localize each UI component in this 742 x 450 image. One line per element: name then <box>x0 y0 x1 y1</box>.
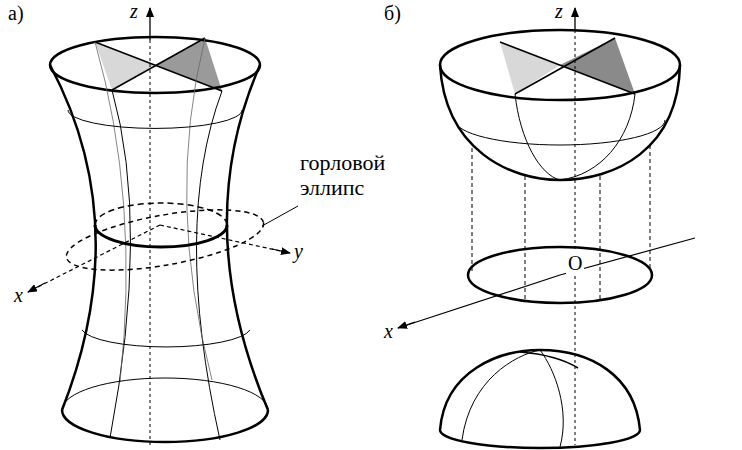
axis-label: x <box>14 284 23 307</box>
axis-label: y <box>294 240 303 263</box>
axis-label: z <box>130 0 138 23</box>
panel-letter: а) <box>8 2 24 25</box>
leader-line <box>262 206 298 226</box>
one-sheet-hyperboloid <box>28 8 298 445</box>
callout-label: горловой эллипс <box>300 150 450 201</box>
axis-label: x <box>384 320 393 343</box>
two-sheet-hyperboloid <box>398 8 695 448</box>
axis-label: z <box>555 0 563 23</box>
origin-label: O <box>566 252 584 275</box>
panel-letter: б) <box>384 2 401 25</box>
